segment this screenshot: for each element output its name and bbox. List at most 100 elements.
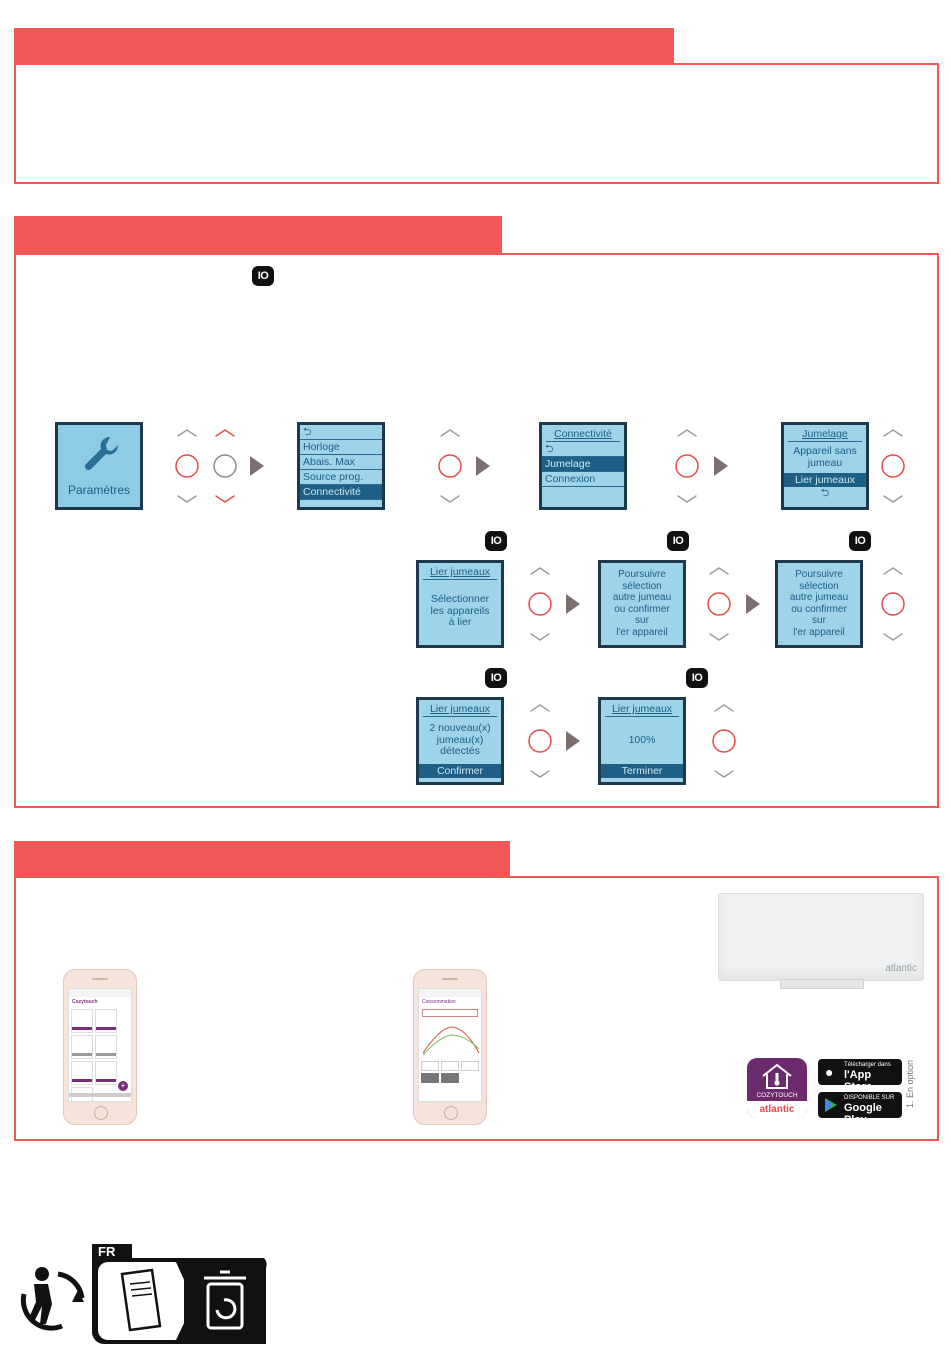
screen-text: Sélectionner bbox=[430, 593, 490, 605]
screen-text: sur bbox=[635, 615, 649, 626]
chevron-up-icon bbox=[530, 567, 550, 575]
screen-title: Lier jumeaux bbox=[423, 702, 497, 717]
cozytouch-app-icon[interactable]: COZYTOUCH atlantic bbox=[747, 1058, 807, 1118]
button-ring bbox=[881, 454, 905, 478]
radiator-image: atlantic bbox=[718, 893, 924, 981]
tile-text: COZYTOUCH bbox=[756, 1092, 798, 1099]
section1-header-bar bbox=[14, 28, 674, 64]
screen-text: l'er appareil bbox=[793, 626, 845, 638]
screen-connectivite: Connectivité ⮌ Jumelage Connexion bbox=[539, 422, 627, 510]
screen-text: Appareil sans bbox=[793, 445, 857, 457]
back-arrow-icon: ⮌ bbox=[820, 487, 830, 499]
app-title: Cozytouch bbox=[72, 999, 98, 1005]
button-ring bbox=[528, 729, 552, 753]
screen-parametres: Paramètres bbox=[55, 422, 143, 510]
menu-item-selected: Jumelage bbox=[542, 457, 624, 472]
section2-box bbox=[14, 253, 939, 808]
play-arrow-icon bbox=[566, 594, 580, 614]
screen-text: jumeau bbox=[807, 456, 843, 469]
wrench-icon bbox=[84, 436, 119, 471]
screen-text: Poursuivre bbox=[618, 569, 666, 580]
chevron-up-icon bbox=[215, 429, 235, 437]
chevron-down-icon bbox=[530, 770, 550, 778]
chevron-down-icon bbox=[530, 633, 550, 641]
badge-big-text: Google Play bbox=[844, 1102, 882, 1126]
finish-button: Terminer bbox=[601, 764, 683, 778]
screen-title: Lier jumeaux bbox=[605, 702, 679, 717]
button-ring bbox=[707, 592, 731, 616]
confirm-button: Confirmer bbox=[419, 764, 501, 778]
chevron-down-icon bbox=[440, 495, 460, 503]
button-ring bbox=[438, 454, 462, 478]
play-arrow-icon bbox=[250, 456, 264, 476]
paper-icon bbox=[120, 1268, 162, 1332]
chevron-up-icon bbox=[530, 704, 550, 712]
screen-text: les appareils bbox=[430, 604, 490, 617]
button-ring bbox=[881, 592, 905, 616]
menu-item: Connexion bbox=[542, 472, 624, 487]
io-icon: IO bbox=[485, 531, 507, 551]
screen-text: 2 nouveau(x) bbox=[429, 722, 491, 734]
chevron-down-icon bbox=[709, 633, 729, 641]
screen-poursuivre: Poursuivre sélection autre jumeau ou con… bbox=[598, 560, 686, 648]
screen-title: Lier jumeaux bbox=[423, 565, 497, 580]
progress-value: 100% bbox=[628, 734, 656, 746]
screen-text: ou confirmer bbox=[614, 603, 670, 615]
app-title: Consommation bbox=[422, 999, 456, 1005]
chevron-up-icon bbox=[440, 429, 460, 437]
menu-item: Abais. Max bbox=[300, 455, 382, 470]
menu-item-selected: Connectivité bbox=[300, 485, 382, 500]
screen-lier-jumeaux: Lier jumeaux Sélectionner les appareils … bbox=[416, 560, 504, 648]
chevron-up-icon bbox=[883, 429, 903, 437]
screen-text: l'er appareil bbox=[616, 626, 668, 638]
menu-item-selected: Lier jumeaux bbox=[784, 473, 866, 487]
appstore-badge[interactable]: ● Télécharger dans l'App Store bbox=[818, 1059, 902, 1093]
screen-terminer: Lier jumeaux 100% Terminer bbox=[598, 697, 686, 785]
play-arrow-icon bbox=[476, 456, 490, 476]
chevron-down-icon bbox=[215, 495, 235, 503]
screen-label: Paramètres bbox=[67, 483, 131, 497]
play-arrow-icon bbox=[746, 594, 760, 614]
section3-box bbox=[14, 876, 939, 1141]
screen-text: détectés bbox=[440, 745, 480, 757]
button-ring bbox=[712, 729, 736, 753]
add-icon: + bbox=[118, 1081, 128, 1091]
bin-icon bbox=[204, 1270, 246, 1330]
phone-mockup-2: Consommation bbox=[413, 969, 487, 1125]
button-ring bbox=[175, 454, 199, 478]
menu-item: Source prog. bbox=[300, 470, 382, 485]
footnote: 1. En option bbox=[905, 1059, 915, 1108]
play-store-icon bbox=[825, 1098, 837, 1112]
phone-mockup-1: Cozytouch + bbox=[63, 969, 137, 1125]
triman-icon bbox=[20, 1267, 85, 1331]
section3-header-bar bbox=[14, 841, 510, 877]
googleplay-badge[interactable]: DISPONIBLE SUR Google Play bbox=[818, 1092, 902, 1126]
chevron-down-icon bbox=[883, 633, 903, 641]
tile-brand: atlantic bbox=[747, 1101, 807, 1118]
badge-small-text: Télécharger dans bbox=[844, 1062, 891, 1068]
section1-box bbox=[14, 63, 939, 184]
controls-layer bbox=[175, 429, 905, 778]
chevron-up-icon bbox=[714, 704, 734, 712]
button-ring bbox=[528, 592, 552, 616]
screen-jumelage: Jumelage Appareil sans jumeau Lier jumea… bbox=[781, 422, 869, 510]
house-thermometer-icon bbox=[762, 1063, 792, 1089]
screen-text: jumeau(x) bbox=[436, 733, 484, 746]
radiator-foot bbox=[780, 979, 864, 989]
chevron-up-icon bbox=[883, 567, 903, 575]
screen-text: autre jumeau bbox=[789, 592, 849, 603]
back-arrow-icon: ⮌ bbox=[300, 425, 382, 440]
screen-text: Poursuivre bbox=[795, 569, 843, 580]
io-icon: IO bbox=[686, 668, 708, 688]
chevron-up-icon bbox=[677, 429, 697, 437]
screen-text: autre jumeau bbox=[612, 592, 672, 603]
recycling-logo: FR bbox=[20, 1244, 267, 1344]
io-icon: IO bbox=[485, 668, 507, 688]
badge-big-text: l'App Store bbox=[844, 1069, 873, 1093]
play-arrow-icon bbox=[714, 456, 728, 476]
button-ring bbox=[675, 454, 699, 478]
io-icon: IO bbox=[849, 531, 871, 551]
play-arrow-icon bbox=[566, 731, 580, 751]
menu-item: Horloge bbox=[300, 440, 382, 455]
consumption-graph bbox=[422, 1026, 480, 1056]
